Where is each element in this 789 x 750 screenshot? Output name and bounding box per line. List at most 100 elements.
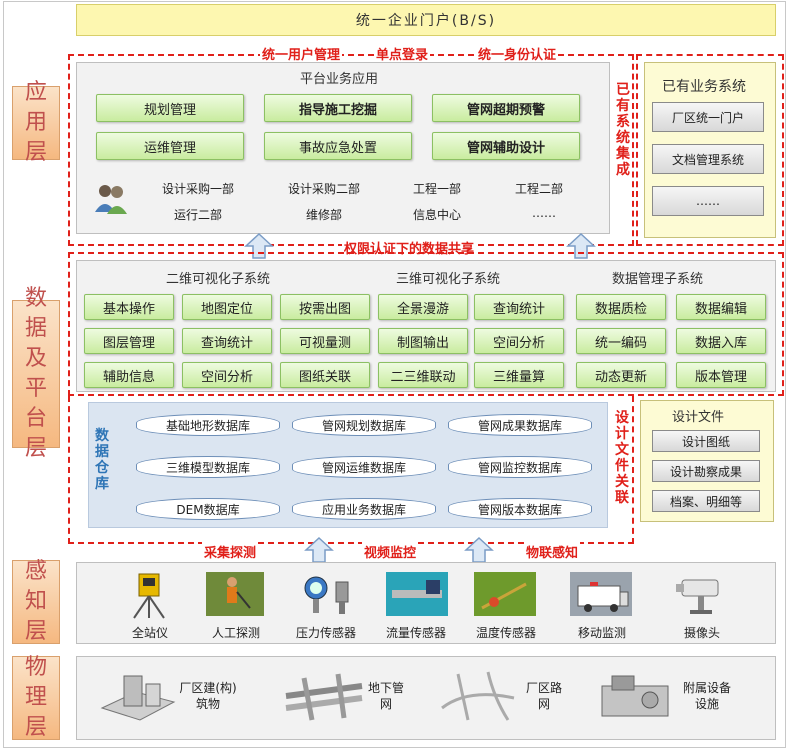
subsystems-dashed-border [68, 252, 784, 396]
db-app-business[interactable]: 应用业务数据库 [292, 498, 436, 520]
app-button-aided-design[interactable]: 管网辅助设计 [432, 132, 580, 160]
dept-more: …… [532, 206, 556, 220]
app-button-overdue-warning[interactable]: 管网超期预警 [432, 94, 580, 122]
unified-identity-label: 统一身份认证 [476, 44, 559, 63]
app-button-construction[interactable]: 指导施工挖掘 [264, 94, 412, 122]
physical-road-network: 厂区路网 [526, 681, 563, 711]
func-dm-data-edit[interactable]: 数据编辑 [676, 294, 766, 320]
sso-label: 单点登录 [374, 44, 431, 63]
func-3d-panorama[interactable]: 全景漫游 [378, 294, 468, 320]
db-pipe-planning[interactable]: 管网规划数据库 [292, 414, 436, 436]
existing-integration-label: 已有系统集成 [616, 82, 630, 178]
up-arrow-right [566, 232, 596, 259]
sensor-temperature: 温度传感器 [475, 626, 536, 640]
existing-dashed-border [636, 54, 784, 246]
design-survey-button[interactable]: 设计勘察成果 [652, 460, 760, 482]
auxiliary-equipment-icon [596, 668, 676, 728]
func-3d-query-stats[interactable]: 查询统计 [474, 294, 564, 320]
db-pipe-results[interactable]: 管网成果数据库 [448, 414, 592, 436]
func-3d-map-output[interactable]: 制图输出 [378, 328, 468, 354]
unified-user-label: 统一用户管理 [260, 44, 343, 63]
existing-doc-system-button[interactable]: 文档管理系统 [652, 144, 764, 174]
warehouse-label: 数据仓库 [95, 428, 109, 492]
camera-icon [674, 572, 728, 620]
func-2d-print-on-demand[interactable]: 按需出图 [280, 294, 370, 320]
physical-auxiliary-equipment: 附属设备设施 [682, 681, 731, 711]
db-3d-model[interactable]: 三维模型数据库 [136, 456, 280, 478]
road-network-icon [438, 668, 518, 728]
up-arrow-video [464, 536, 494, 563]
manual-detection-icon [206, 572, 264, 620]
warehouse-dashed-border [68, 396, 634, 544]
design-drawings-button[interactable]: 设计图纸 [652, 430, 760, 452]
dept-design2: 设计采购二部 [287, 182, 360, 196]
app-button-operations[interactable]: 运维管理 [96, 132, 244, 160]
func-2d-query-stats[interactable]: 查询统计 [182, 328, 272, 354]
physical-underground-pipes: 地下管网 [368, 681, 405, 711]
layer-perception: 感知层 [12, 559, 60, 644]
dept-engineering1: 工程一部 [412, 182, 461, 196]
db-dem[interactable]: DEM数据库 [136, 498, 280, 520]
subsystem-3d-title: 三维可视化子系统 [396, 272, 501, 287]
db-pipe-operations[interactable]: 管网运维数据库 [292, 456, 436, 478]
app-title: 平台业务应用 [300, 72, 379, 87]
sensor-total-station: 全站仪 [131, 626, 168, 640]
video-label: 视频监控 [362, 542, 419, 561]
archives-button[interactable]: 档案、明细等 [652, 490, 760, 512]
up-arrow-collect [304, 536, 334, 563]
func-2d-map-locate[interactable]: 地图定位 [182, 294, 272, 320]
func-dm-quality-check[interactable]: 数据质检 [576, 294, 666, 320]
func-3d-measure[interactable]: 三维量算 [474, 362, 564, 388]
sensor-manual-detection: 人工探测 [211, 626, 260, 640]
dept-it-center: 信息中心 [412, 208, 461, 222]
mobile-monitoring-icon [570, 572, 632, 620]
design-files-title: 设计文件 [672, 410, 725, 425]
layer-physical-label: 物理层 [24, 655, 47, 740]
underground-pipes-icon [284, 668, 364, 728]
db-pipe-monitoring[interactable]: 管网监控数据库 [448, 456, 592, 478]
subsystem-2d-title: 二维可视化子系统 [166, 272, 271, 287]
total-station-icon [124, 570, 174, 624]
func-dm-dynamic-update[interactable]: 动态更新 [576, 362, 666, 388]
flow-sensor-icon [386, 572, 448, 620]
existing-portal-button[interactable]: 厂区统一门户 [652, 102, 764, 132]
func-2d-layer-mgmt[interactable]: 图层管理 [84, 328, 174, 354]
func-2d-drawing-link[interactable]: 图纸关联 [280, 362, 370, 388]
func-2d-visual-measure[interactable]: 可视量测 [280, 328, 370, 354]
func-2d-spatial-analysis[interactable]: 空间分析 [182, 362, 272, 388]
func-3d-spatial-analysis[interactable]: 空间分析 [474, 328, 564, 354]
existing-more-button[interactable]: …… [652, 186, 764, 216]
physical-buildings: 厂区建(构)筑物 [179, 681, 237, 711]
sensor-camera: 摄像头 [683, 626, 720, 640]
subsystem-dm-title: 数据管理子系统 [612, 272, 704, 287]
dept-operations2: 运行二部 [173, 208, 222, 222]
collect-label: 采集探测 [202, 542, 259, 561]
layer-data-platform-label: 数据及平台层 [24, 286, 47, 461]
func-2d-aux-info[interactable]: 辅助信息 [84, 362, 174, 388]
db-terrain[interactable]: 基础地形数据库 [136, 414, 280, 436]
dept-design1: 设计采购一部 [161, 182, 234, 196]
func-dm-unified-code[interactable]: 统一编码 [576, 328, 666, 354]
existing-title: 已有业务系统 [662, 79, 746, 95]
func-dm-version-mgmt[interactable]: 版本管理 [676, 362, 766, 388]
dept-maintenance: 维修部 [305, 208, 342, 222]
iot-label: 物联感知 [524, 542, 581, 561]
func-dm-data-import[interactable]: 数据入库 [676, 328, 766, 354]
layer-physical: 物理层 [12, 655, 60, 740]
dept-engineering2: 工程二部 [514, 182, 563, 196]
db-pipe-version[interactable]: 管网版本数据库 [448, 498, 592, 520]
outer-frame [3, 1, 786, 748]
users-icon [94, 182, 128, 222]
layer-application-label: 应用层 [24, 80, 47, 165]
app-button-emergency[interactable]: 事故应急处置 [264, 132, 412, 160]
pressure-sensor-icon [296, 572, 356, 622]
design-file-link-label: 设计文件关联 [615, 410, 629, 506]
layer-data-platform: 数据及平台层 [12, 286, 60, 461]
up-arrow-left [244, 232, 274, 259]
func-2d-basic-ops[interactable]: 基本操作 [84, 294, 174, 320]
portal-bar[interactable]: 统一企业门户(B/S) [76, 4, 776, 36]
func-3d-2d3d-link[interactable]: 二三维联动 [378, 362, 468, 388]
app-button-planning[interactable]: 规划管理 [96, 94, 244, 122]
temperature-sensor-icon [474, 572, 536, 620]
layer-perception-label: 感知层 [24, 559, 47, 644]
